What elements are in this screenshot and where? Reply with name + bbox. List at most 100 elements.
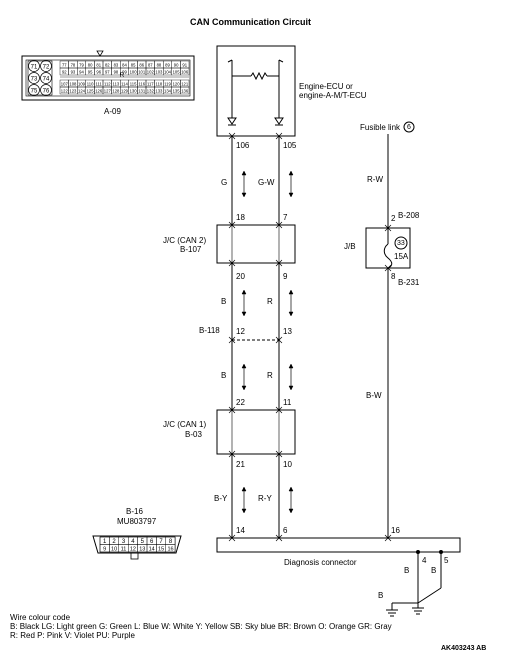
a09-pin: 129 bbox=[121, 88, 129, 93]
a09-pin: 128 bbox=[112, 88, 120, 93]
a09-circle-pin: 75 bbox=[31, 89, 38, 95]
jc-can1-box bbox=[216, 409, 296, 455]
a09-pin: 121 bbox=[181, 81, 189, 86]
wire-ground-b: B bbox=[431, 566, 437, 575]
a09-pin: 79 bbox=[79, 62, 84, 67]
b16-pin: 1 bbox=[103, 539, 107, 545]
a09-pin: 92 bbox=[62, 69, 67, 74]
pin-can1-bottom-left: 21 bbox=[236, 460, 245, 469]
wire-seg3-left: B bbox=[221, 371, 227, 380]
a09-pin: 88 bbox=[157, 62, 162, 67]
a09-pin: 110 bbox=[87, 81, 94, 86]
a09-pin: 106 bbox=[181, 69, 189, 74]
a09-pin: 93 bbox=[71, 69, 76, 74]
a09-pin: 84 bbox=[122, 62, 127, 67]
wire-seg3-right: R bbox=[267, 371, 273, 380]
diagnosis-connector-box bbox=[216, 537, 461, 553]
wire-seg2-right: R bbox=[267, 297, 273, 306]
jc-can2-box bbox=[216, 224, 296, 264]
a09-pin: 124 bbox=[78, 88, 86, 93]
power-line bbox=[383, 134, 393, 538]
a09-pin: 89 bbox=[165, 62, 170, 67]
wire-direction-arrows bbox=[241, 170, 294, 514]
ground-wiring bbox=[386, 552, 442, 617]
a09-pin: 135 bbox=[173, 88, 181, 93]
a09-pin: 87 bbox=[148, 62, 153, 67]
a09-pin: 127 bbox=[104, 88, 112, 93]
a09-circle-pin: 74 bbox=[43, 77, 50, 83]
pin-b118-left: 12 bbox=[236, 327, 245, 336]
wire-power-bottom: B-W bbox=[366, 391, 382, 400]
a09-pin: 85 bbox=[131, 62, 136, 67]
b16-pin: 9 bbox=[103, 547, 106, 553]
a09-pin: 77 bbox=[62, 62, 67, 67]
a09-pin: 112 bbox=[104, 81, 111, 86]
ecu-label-line1: Engine-ECU or bbox=[299, 82, 353, 91]
a09-pin: 104 bbox=[164, 69, 172, 74]
jc-can1-code: B-03 bbox=[185, 430, 202, 439]
a09-latch-mark: R bbox=[120, 73, 125, 79]
pin-ecu-right: 105 bbox=[283, 141, 297, 150]
a09-pin: 136 bbox=[181, 88, 189, 93]
wire-colour-heading: Wire colour code bbox=[10, 613, 71, 622]
drawing-code: AK403243 AB bbox=[441, 645, 487, 652]
joint-b118-code: B-118 bbox=[199, 326, 220, 335]
wire-seg4-left: B-Y bbox=[214, 494, 228, 503]
pin-diag-gnd-b: 5 bbox=[444, 556, 449, 565]
pin-jb-top: 2 bbox=[391, 214, 396, 223]
wire-power-top: R-W bbox=[367, 175, 383, 184]
pin-ecu-left: 106 bbox=[236, 141, 250, 150]
b16-pin: 4 bbox=[131, 539, 135, 545]
can-bus-wires bbox=[231, 136, 280, 538]
a09-pin: 78 bbox=[71, 62, 76, 67]
a09-pin: 117 bbox=[147, 81, 154, 86]
pin-can2-bottom-left: 20 bbox=[236, 272, 245, 281]
a09-pin: 123 bbox=[69, 88, 77, 93]
b16-pin: 14 bbox=[149, 547, 155, 553]
wire-colour-line1: B: Black LG: Light green G: Green L: Blu… bbox=[10, 622, 392, 631]
b16-pin: 16 bbox=[167, 547, 173, 553]
a09-pin: 122 bbox=[61, 88, 69, 93]
fuse-rating: 15A bbox=[394, 252, 409, 261]
jb-label: J/B bbox=[344, 242, 356, 251]
a09-circle-pin: 76 bbox=[43, 89, 50, 95]
pin-b118-right: 13 bbox=[283, 327, 292, 336]
ecu-label-line2: engine-A-M/T-ECU bbox=[299, 91, 367, 100]
b16-pin: 11 bbox=[121, 547, 127, 553]
b16-label: B-16 bbox=[126, 507, 143, 516]
pin-can1-bottom-right: 10 bbox=[283, 460, 292, 469]
a09-pin: 111 bbox=[96, 81, 103, 86]
diagram-title: CAN Communication Circuit bbox=[190, 17, 312, 27]
a09-pin: 120 bbox=[173, 81, 181, 86]
fusible-link-number-circle bbox=[403, 121, 415, 133]
jb-conn-top: B-208 bbox=[398, 211, 420, 220]
a09-pin: 108 bbox=[69, 81, 77, 86]
a09-pin: 118 bbox=[156, 81, 163, 86]
wire-seg4-right: R-Y bbox=[258, 494, 272, 503]
wire-ground-c: B bbox=[378, 591, 384, 600]
diagnosis-connector-label: Diagnosis connector bbox=[284, 558, 357, 567]
pin-can1-top-right: 11 bbox=[283, 398, 292, 407]
b16-pin: 13 bbox=[139, 547, 145, 553]
a09-pin: 90 bbox=[174, 62, 179, 67]
pin-can2-bottom-right: 9 bbox=[283, 272, 288, 281]
a09-pin: 82 bbox=[105, 62, 110, 67]
a09-pin: 96 bbox=[96, 69, 101, 74]
jc-can1-label: J/C (CAN 1) bbox=[163, 420, 207, 429]
a09-pin: 105 bbox=[173, 69, 181, 74]
b16-pin: 10 bbox=[111, 547, 117, 553]
fuse-number-circle bbox=[394, 236, 408, 250]
a09-pin: 91 bbox=[182, 62, 187, 67]
b16-pin: 15 bbox=[158, 547, 164, 553]
jb-conn-bottom: B-231 bbox=[398, 278, 420, 287]
a09-pin: 103 bbox=[155, 69, 163, 74]
pin-diag-left: 14 bbox=[236, 526, 245, 535]
jc-can2-label: J/C (CAN 2) bbox=[163, 236, 207, 245]
a09-pin: 126 bbox=[95, 88, 103, 93]
b16-pin: 12 bbox=[130, 547, 136, 553]
b16-part-no: MU803797 bbox=[117, 517, 157, 526]
